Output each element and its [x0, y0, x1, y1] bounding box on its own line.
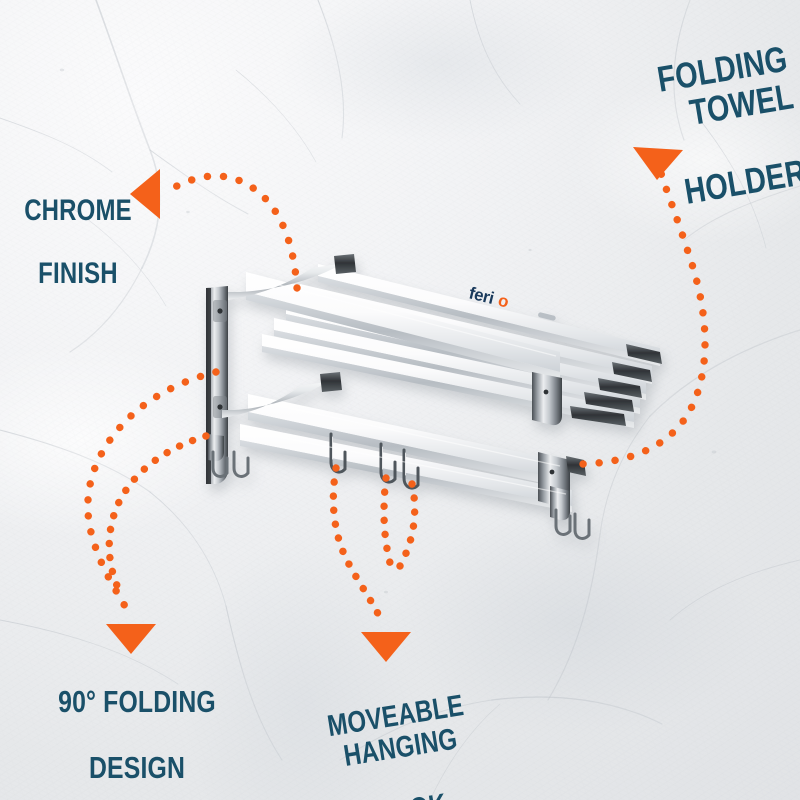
bracket-hook: [554, 508, 572, 536]
shelf-bar: [318, 264, 660, 366]
arrowhead-chrome-finish: [130, 169, 160, 219]
callout-line: DESIGN: [88, 749, 186, 785]
bracket-hook: [211, 450, 229, 478]
arrowhead-folding-design: [106, 624, 156, 654]
callout-chrome-finish: CHROME FINISH: [8, 163, 148, 322]
lower-support-arm: [222, 372, 342, 418]
callout-moveable-hanging-hook: MOVEABLE HANGING HOOK: [245, 646, 561, 800]
shelf-slot-detail: [538, 312, 556, 321]
callout-line: FOLDING TOWEL: [654, 37, 797, 134]
left-bracket-hooks: [208, 434, 250, 478]
shelf-end-caps: [570, 344, 662, 426]
callout-folding-design: 90° FOLDING DESIGN: [22, 653, 252, 800]
callout-line: HOOK: [293, 777, 527, 800]
callout-folding-towel-holder: FOLDING TOWEL HOLDER: [523, 2, 800, 270]
callout-line: CHROME: [24, 193, 132, 227]
bracket-hook: [573, 512, 591, 540]
arrow-moveable-hanging-hook: [329, 464, 419, 662]
brand-logo: feri o: [467, 283, 510, 311]
brand-logo-accent: o: [496, 291, 510, 312]
callout-line: FINISH: [38, 257, 118, 291]
hanging-hook: [402, 448, 420, 490]
bracket-hook: [232, 450, 250, 478]
callout-line: 90° FOLDING: [58, 683, 216, 719]
right-bracket-hooks: [550, 486, 591, 540]
arrowhead-folding-towel-holder: [633, 147, 683, 180]
callout-line: HOLDER: [681, 150, 800, 212]
callout-line: MOVEABLE HANGING: [325, 688, 466, 773]
right-upper-bracket: [532, 372, 562, 426]
arrow-folding-design: [84, 368, 220, 654]
upper-support-arm: [228, 254, 356, 300]
arrow-folding-towel-holder: [579, 147, 709, 468]
arrow-chrome-finish: [130, 169, 301, 292]
arrowhead-moveable-hanging-hook: [361, 632, 411, 662]
